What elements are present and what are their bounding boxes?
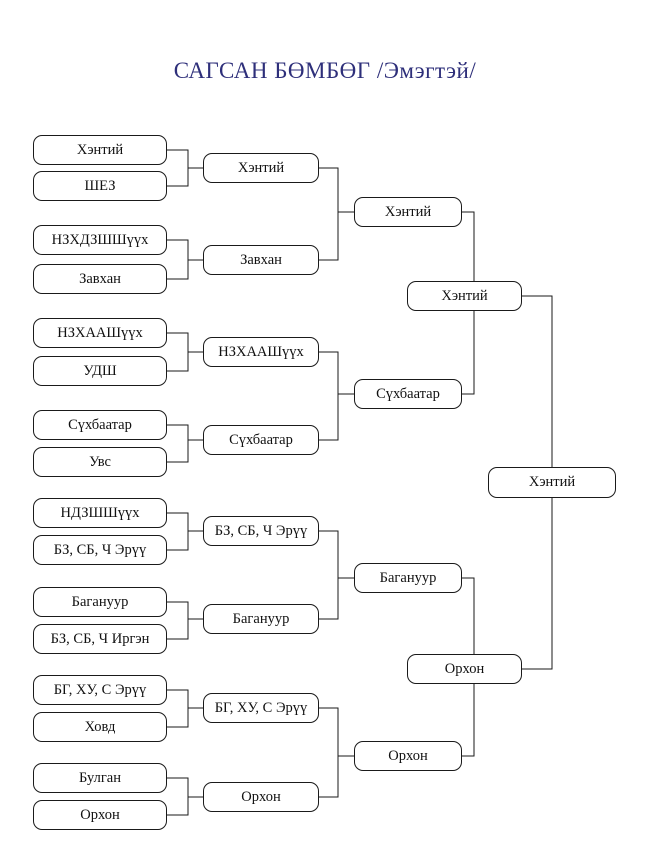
team-box-r1-7: Сүхбаатар [33, 410, 167, 440]
team-box-r1-8: Увс [33, 447, 167, 477]
team-box-r1-10: БЗ, СБ, Ч Эрүү [33, 535, 167, 565]
winner-box-r2-8: Орхон [203, 782, 319, 812]
winner-box-r3-4: Орхон [354, 741, 462, 771]
winner-box-r3-3: Багануур [354, 563, 462, 593]
team-box-r1-3: НЗХДЗШШүүх [33, 225, 167, 255]
team-box-r1-2: ШЕЗ [33, 171, 167, 201]
winner-box-r2-3: НЗХААШүүх [203, 337, 319, 367]
winner-box-r2-4: Сүхбаатар [203, 425, 319, 455]
winner-box-r2-5: БЗ, СБ, Ч Эрүү [203, 516, 319, 546]
team-box-r1-15: Булган [33, 763, 167, 793]
team-box-r1-13: БГ, ХУ, С Эрүү [33, 675, 167, 705]
winner-box-r2-7: БГ, ХУ, С Эрүү [203, 693, 319, 723]
team-box-r1-4: Завхан [33, 264, 167, 294]
winner-box-r2-2: Завхан [203, 245, 319, 275]
winner-box-r4-1: Хэнтий [407, 281, 522, 311]
team-box-r1-5: НЗХААШүүх [33, 318, 167, 348]
page-title: САГСАН БӨМБӨГ /Эмэгтэй/ [173, 58, 477, 83]
team-box-r1-12: БЗ, СБ, Ч Иргэн [33, 624, 167, 654]
winner-box-r4-2: Орхон [407, 654, 522, 684]
team-box-r1-16: Орхон [33, 800, 167, 830]
team-box-r1-11: Багануур [33, 587, 167, 617]
team-box-r1-1: Хэнтий [33, 135, 167, 165]
champion-box: Хэнтий [488, 467, 616, 498]
winner-box-r3-2: Сүхбаатар [354, 379, 462, 409]
winner-box-r3-1: Хэнтий [354, 197, 462, 227]
team-box-r1-9: НДЗШШүүх [33, 498, 167, 528]
winner-box-r2-6: Багануур [203, 604, 319, 634]
winner-box-r2-1: Хэнтий [203, 153, 319, 183]
team-box-r1-6: УДШ [33, 356, 167, 386]
team-box-r1-14: Ховд [33, 712, 167, 742]
